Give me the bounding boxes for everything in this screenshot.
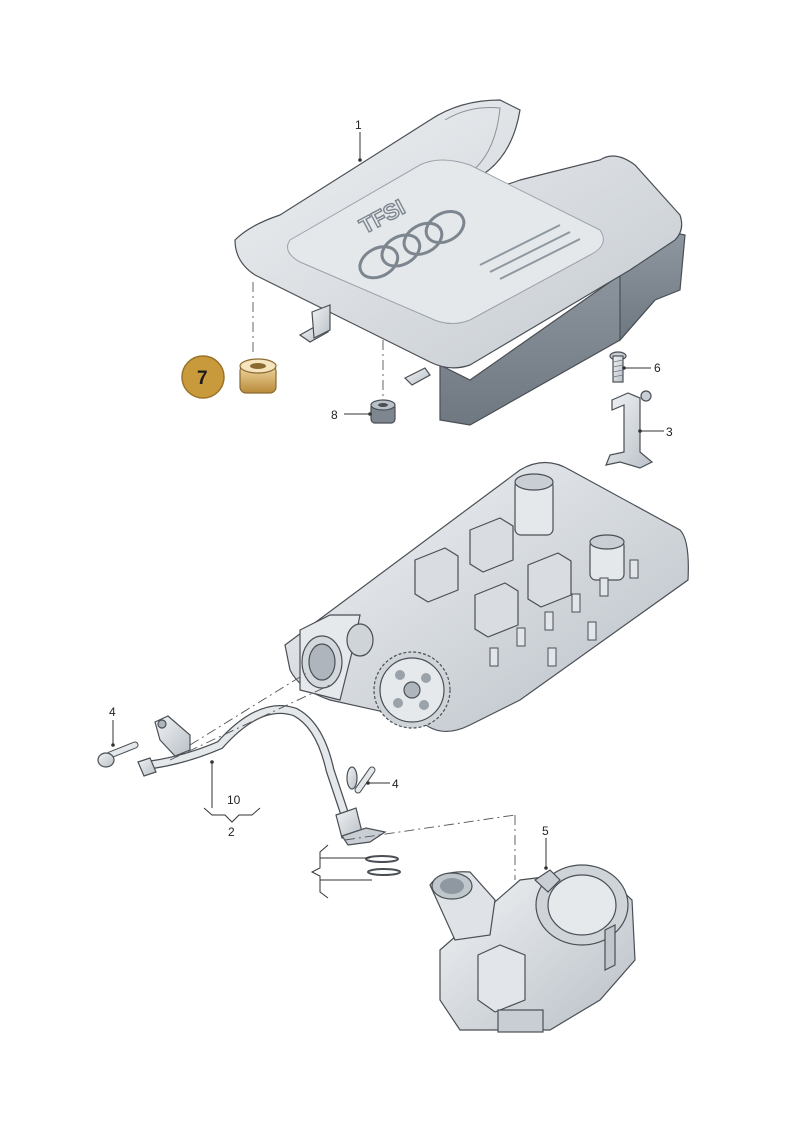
bracket-part-3 — [605, 390, 654, 469]
callout-2: 2 — [228, 825, 235, 839]
highlight-callout-bubble[interactable]: 7 — [181, 355, 225, 399]
bolt-part-4-left — [97, 741, 139, 768]
callout-3: 3 — [666, 425, 673, 439]
coil-sockets — [414, 517, 572, 638]
callout-5: 5 — [542, 824, 549, 838]
callout-4-right: 4 — [392, 777, 399, 791]
alignment-lines — [169, 282, 516, 880]
cylinder-head — [284, 461, 689, 732]
camshaft-sprocket — [373, 651, 451, 729]
grommet-part-7-highlighted — [239, 358, 277, 394]
callout-10: 10 — [227, 793, 241, 807]
grommet-part-8 — [370, 399, 396, 424]
o-rings — [365, 855, 401, 876]
callout-labels: 1 6 3 8 4 4 10 2 5 — [109, 118, 673, 899]
bolt-part-4-right — [346, 766, 376, 794]
callout-6: 6 — [654, 361, 661, 375]
four-rings-logo-icon — [358, 210, 466, 280]
callout-4-left: 4 — [109, 705, 116, 719]
callout-1: 1 — [355, 118, 362, 132]
coolant-pump-housing — [429, 864, 636, 1033]
highlight-callout-number: 7 — [197, 368, 208, 389]
callout-8: 8 — [331, 408, 338, 422]
coolant-pipe — [137, 704, 387, 846]
engine-cover: TFSI — [234, 99, 686, 426]
